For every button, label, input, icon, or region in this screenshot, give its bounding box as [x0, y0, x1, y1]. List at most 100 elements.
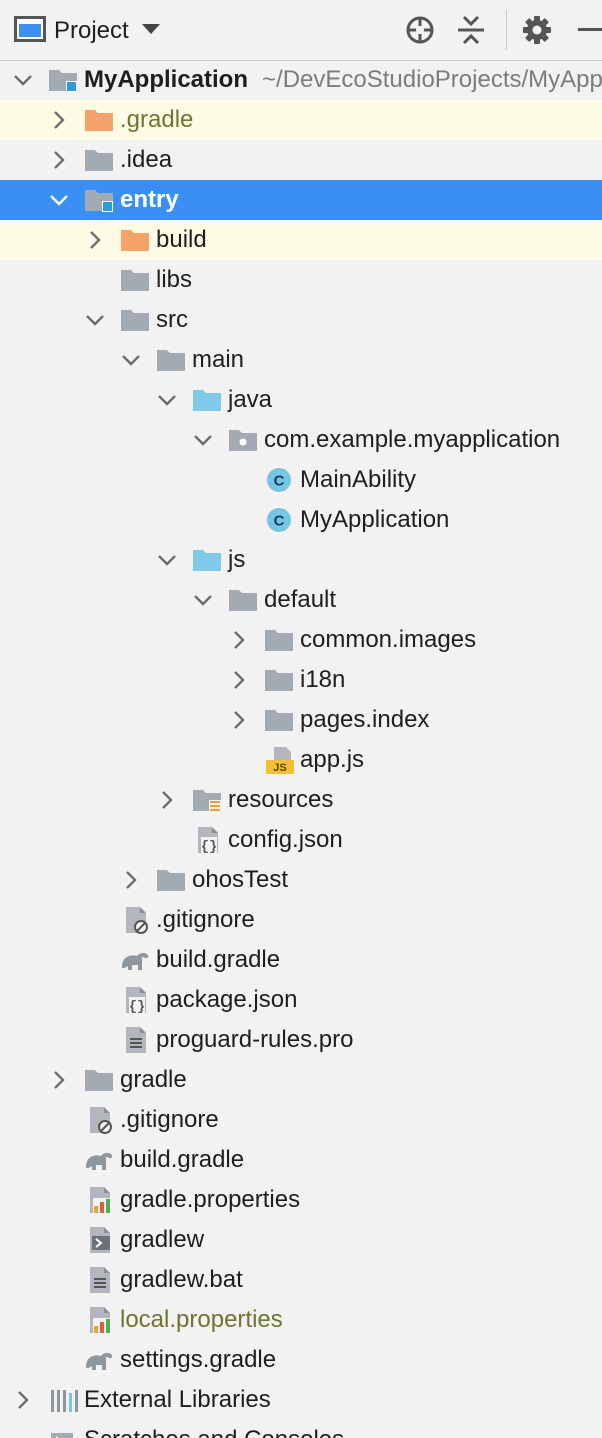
tree-item-label: gradle — [120, 1066, 187, 1093]
chevron-down-icon[interactable] — [12, 69, 34, 91]
tree-item-default[interactable]: default — [0, 580, 602, 620]
properties-file-icon — [84, 1305, 114, 1335]
text-file-icon — [84, 1265, 114, 1295]
source-folder-icon — [192, 385, 222, 415]
svg-text:C: C — [274, 473, 285, 490]
tree-item-src[interactable]: src — [0, 300, 602, 340]
minimize-icon[interactable] — [574, 13, 602, 47]
tree-item-common-images[interactable]: common.images — [0, 620, 602, 660]
folder-icon — [84, 1065, 114, 1095]
chevron-right-icon[interactable] — [48, 109, 70, 131]
tree-item-label: .idea — [120, 146, 173, 173]
chevron-down-icon[interactable] — [192, 589, 214, 611]
tree-item-label: External Libraries — [84, 1386, 271, 1413]
chevron-right-icon[interactable] — [156, 789, 178, 811]
tree-item-i18n[interactable]: i18n — [0, 660, 602, 700]
package-icon — [228, 425, 258, 455]
chevron-down-icon[interactable] — [120, 349, 142, 371]
tree-item-label: entry — [120, 186, 179, 213]
tree-item-main[interactable]: main — [0, 340, 602, 380]
chevron-right-icon[interactable] — [228, 669, 250, 691]
svg-text:JS: JS — [273, 762, 286, 774]
tree-item-package-json[interactable]: {}package.json — [0, 980, 602, 1020]
folder-icon — [264, 705, 294, 735]
tree-item-label: gradlew.bat — [120, 1266, 243, 1293]
text-file-icon — [120, 1025, 150, 1055]
chevron-right-icon[interactable] — [84, 229, 106, 251]
tree-item-label: build — [156, 226, 207, 253]
tree-item-myapplication[interactable]: MyApplication~/DevEcoStudioProjects/MyAp… — [0, 60, 602, 100]
collapse-all-icon[interactable] — [454, 13, 488, 47]
chevron-down-icon[interactable] — [48, 189, 70, 211]
chevron-down-icon[interactable] — [84, 309, 106, 331]
chevron-down-icon[interactable] — [192, 429, 214, 451]
chevron-right-icon[interactable] — [120, 869, 142, 891]
project-tree: MyApplication~/DevEcoStudioProjects/MyAp… — [0, 60, 602, 1438]
tree-item-label: .gitignore — [156, 906, 255, 933]
tree-item-ohostest[interactable]: ohosTest — [0, 860, 602, 900]
tree-item-java[interactable]: java — [0, 380, 602, 420]
folder-icon — [120, 305, 150, 335]
tree-item-gradle-properties[interactable]: gradle.properties — [0, 1180, 602, 1220]
tree-item-gitignore[interactable]: .gitignore — [0, 1100, 602, 1140]
chevron-right-icon[interactable] — [228, 629, 250, 651]
tree-item-config-json[interactable]: {}config.json — [0, 820, 602, 860]
tree-item-label: java — [228, 386, 273, 413]
chevron-right-icon[interactable] — [12, 1389, 34, 1411]
tree-item-pages-index[interactable]: pages.index — [0, 700, 602, 740]
scratches-icon — [48, 1425, 78, 1438]
tree-item-label: js — [228, 546, 246, 573]
tree-item-build-gradle[interactable]: build.gradle — [0, 940, 602, 980]
tree-item-gitignore[interactable]: .gitignore — [0, 900, 602, 940]
tree-item-gradle[interactable]: .gradle — [0, 100, 602, 140]
tree-item-label: .gradle — [120, 106, 194, 133]
toolbar-separator — [506, 10, 507, 50]
gitignore-file-icon — [84, 1105, 114, 1135]
chevron-down-icon[interactable] — [141, 22, 161, 41]
tree-item-gradlew[interactable]: gradlew — [0, 1220, 602, 1260]
tree-item-local-properties[interactable]: local.properties — [0, 1300, 602, 1340]
tree-item-settings-gradle[interactable]: settings.gradle — [0, 1340, 602, 1380]
tree-item-label: build.gradle — [120, 1146, 245, 1173]
tree-item-gradlew-bat[interactable]: gradlew.bat — [0, 1260, 602, 1300]
json-file-icon: {} — [192, 825, 222, 855]
tree-item-gradle[interactable]: gradle — [0, 1060, 602, 1100]
tree-item-entry[interactable]: entry — [0, 180, 602, 220]
excluded-folder-icon — [84, 105, 114, 135]
chevron-down-icon[interactable] — [156, 389, 178, 411]
class-icon: C — [264, 505, 294, 535]
tree-item-js[interactable]: js — [0, 540, 602, 580]
tree-item-com-example-myapplication[interactable]: com.example.myapplication — [0, 420, 602, 460]
folder-icon — [264, 665, 294, 695]
chevron-right-icon[interactable] — [228, 709, 250, 731]
tree-item-external-libraries[interactable]: External Libraries — [0, 1380, 602, 1420]
tree-item-scratches-and-consoles[interactable]: Scratches and Consoles — [0, 1420, 602, 1438]
folder-icon — [84, 145, 114, 175]
tree-item-resources[interactable]: resources — [0, 780, 602, 820]
module-folder-icon — [84, 185, 114, 215]
folder-icon — [264, 625, 294, 655]
tree-item-label: resources — [228, 786, 334, 813]
chevron-right-icon[interactable] — [48, 1069, 70, 1091]
tree-item-libs[interactable]: libs — [0, 260, 602, 300]
libraries-icon — [48, 1385, 78, 1415]
folder-icon — [228, 585, 258, 615]
gradle-icon — [84, 1145, 114, 1175]
properties-file-icon — [84, 1185, 114, 1215]
tree-item-build-gradle[interactable]: build.gradle — [0, 1140, 602, 1180]
chevron-right-icon[interactable] — [48, 149, 70, 171]
svg-text:C: C — [274, 513, 285, 530]
excluded-folder-icon — [120, 225, 150, 255]
js-file-icon: JS — [264, 745, 294, 775]
chevron-down-icon[interactable] — [156, 549, 178, 571]
tree-item-idea[interactable]: .idea — [0, 140, 602, 180]
locate-icon[interactable] — [403, 13, 437, 47]
tree-item-proguard-rules-pro[interactable]: proguard-rules.pro — [0, 1020, 602, 1060]
project-view-selector[interactable]: Project — [14, 14, 161, 48]
shell-file-icon — [84, 1225, 114, 1255]
gear-icon[interactable] — [520, 13, 554, 47]
tree-item-build[interactable]: build — [0, 220, 602, 260]
